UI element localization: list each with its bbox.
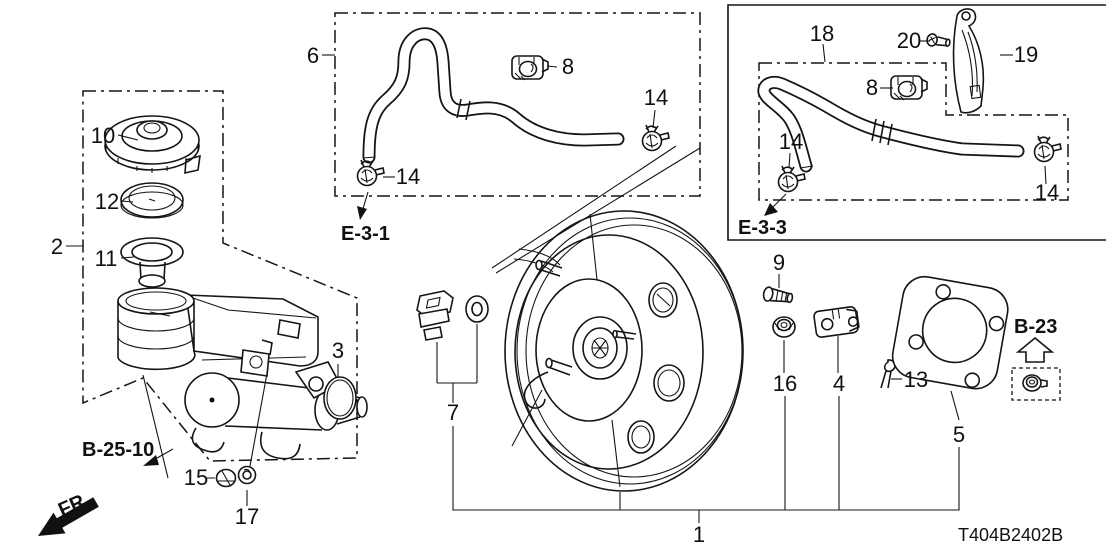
callout-14b[interactable]: 14 [644,85,668,110]
callout-15[interactable]: 15 [184,465,208,490]
callout-7[interactable]: 7 [447,400,459,425]
fr-arrow-icon [38,497,99,536]
hose-clamp-14d [1033,135,1062,163]
callout-2[interactable]: 2 [51,234,63,259]
callout-6[interactable]: 6 [307,43,319,68]
fr-direction-indicator: FR. [38,488,99,536]
bracket-bolt-drawing [926,33,951,48]
diagram-code: T404B2402B [958,525,1063,545]
callout-13[interactable]: 13 [904,367,928,392]
reservoir-cap-drawing [104,115,201,175]
brake-booster-drawing [504,210,744,492]
fr-label: FR. [55,488,93,521]
o-ring-drawing [323,376,357,420]
tube-clip-8a [511,55,549,81]
callout-9[interactable]: 9 [773,250,785,275]
hose-bracket-drawing [952,8,985,114]
callout-20[interactable]: 20 [897,28,921,53]
master-cylinder-drawing [117,287,368,460]
callout-8a[interactable]: 8 [562,54,574,79]
callout-19[interactable]: 19 [1014,42,1038,67]
ref-e-3-1[interactable]: E-3-1 [341,223,390,245]
vacuum-hose-18-drawing [757,75,1025,173]
reservoir-group-box [82,90,358,462]
booster-gasket-drawing [891,275,1009,390]
callout-14d[interactable]: 14 [1035,180,1059,205]
ref-e-3-3[interactable]: E-3-3 [738,217,787,239]
vacuum-hose-6-drawing [362,27,625,164]
callout-4[interactable]: 4 [833,371,845,396]
callout-14a[interactable]: 14 [396,164,420,189]
callout-8b[interactable]: 8 [866,75,878,100]
hose-clamp-14b [641,124,670,152]
ref-b-25-10[interactable]: B-25-10 [82,439,154,461]
lock-washer-drawing [237,465,257,485]
sensor-grommet-drawing [465,295,489,323]
hose-6-box [334,12,701,197]
callout-14c[interactable]: 14 [779,129,803,154]
reservoir-diaphragm-drawing [120,182,184,219]
mounting-bolt-drawing [762,286,794,304]
leader-hose6-to-booster [491,145,701,274]
callout-3[interactable]: 3 [332,338,344,363]
b23-reference-drawing [1011,336,1061,401]
tube-clip-8b [890,75,928,101]
hose-clamp-14a [356,159,385,187]
callout-12[interactable]: 12 [95,189,119,214]
ref-b-23[interactable]: B-23 [1014,316,1057,338]
callout-18[interactable]: 18 [810,21,834,46]
cotter-pin-drawing [880,359,896,389]
callout-11[interactable]: 11 [95,246,118,271]
callout-5[interactable]: 5 [953,422,965,447]
reservoir-nut-drawing [215,468,237,488]
callout-16[interactable]: 16 [773,371,797,396]
callout-1[interactable]: 1 [693,522,705,547]
e33-frame [727,4,1106,241]
pipe-clamp-drawing [813,306,860,338]
pressure-sensor-drawing [416,290,454,341]
flange-nut-drawing [772,316,796,338]
callout-10[interactable]: 10 [91,123,115,148]
callout-17[interactable]: 17 [235,504,259,529]
leader-lines [66,40,1047,523]
reservoir-strainer-drawing [120,237,184,288]
hose-18-box [758,62,1069,201]
